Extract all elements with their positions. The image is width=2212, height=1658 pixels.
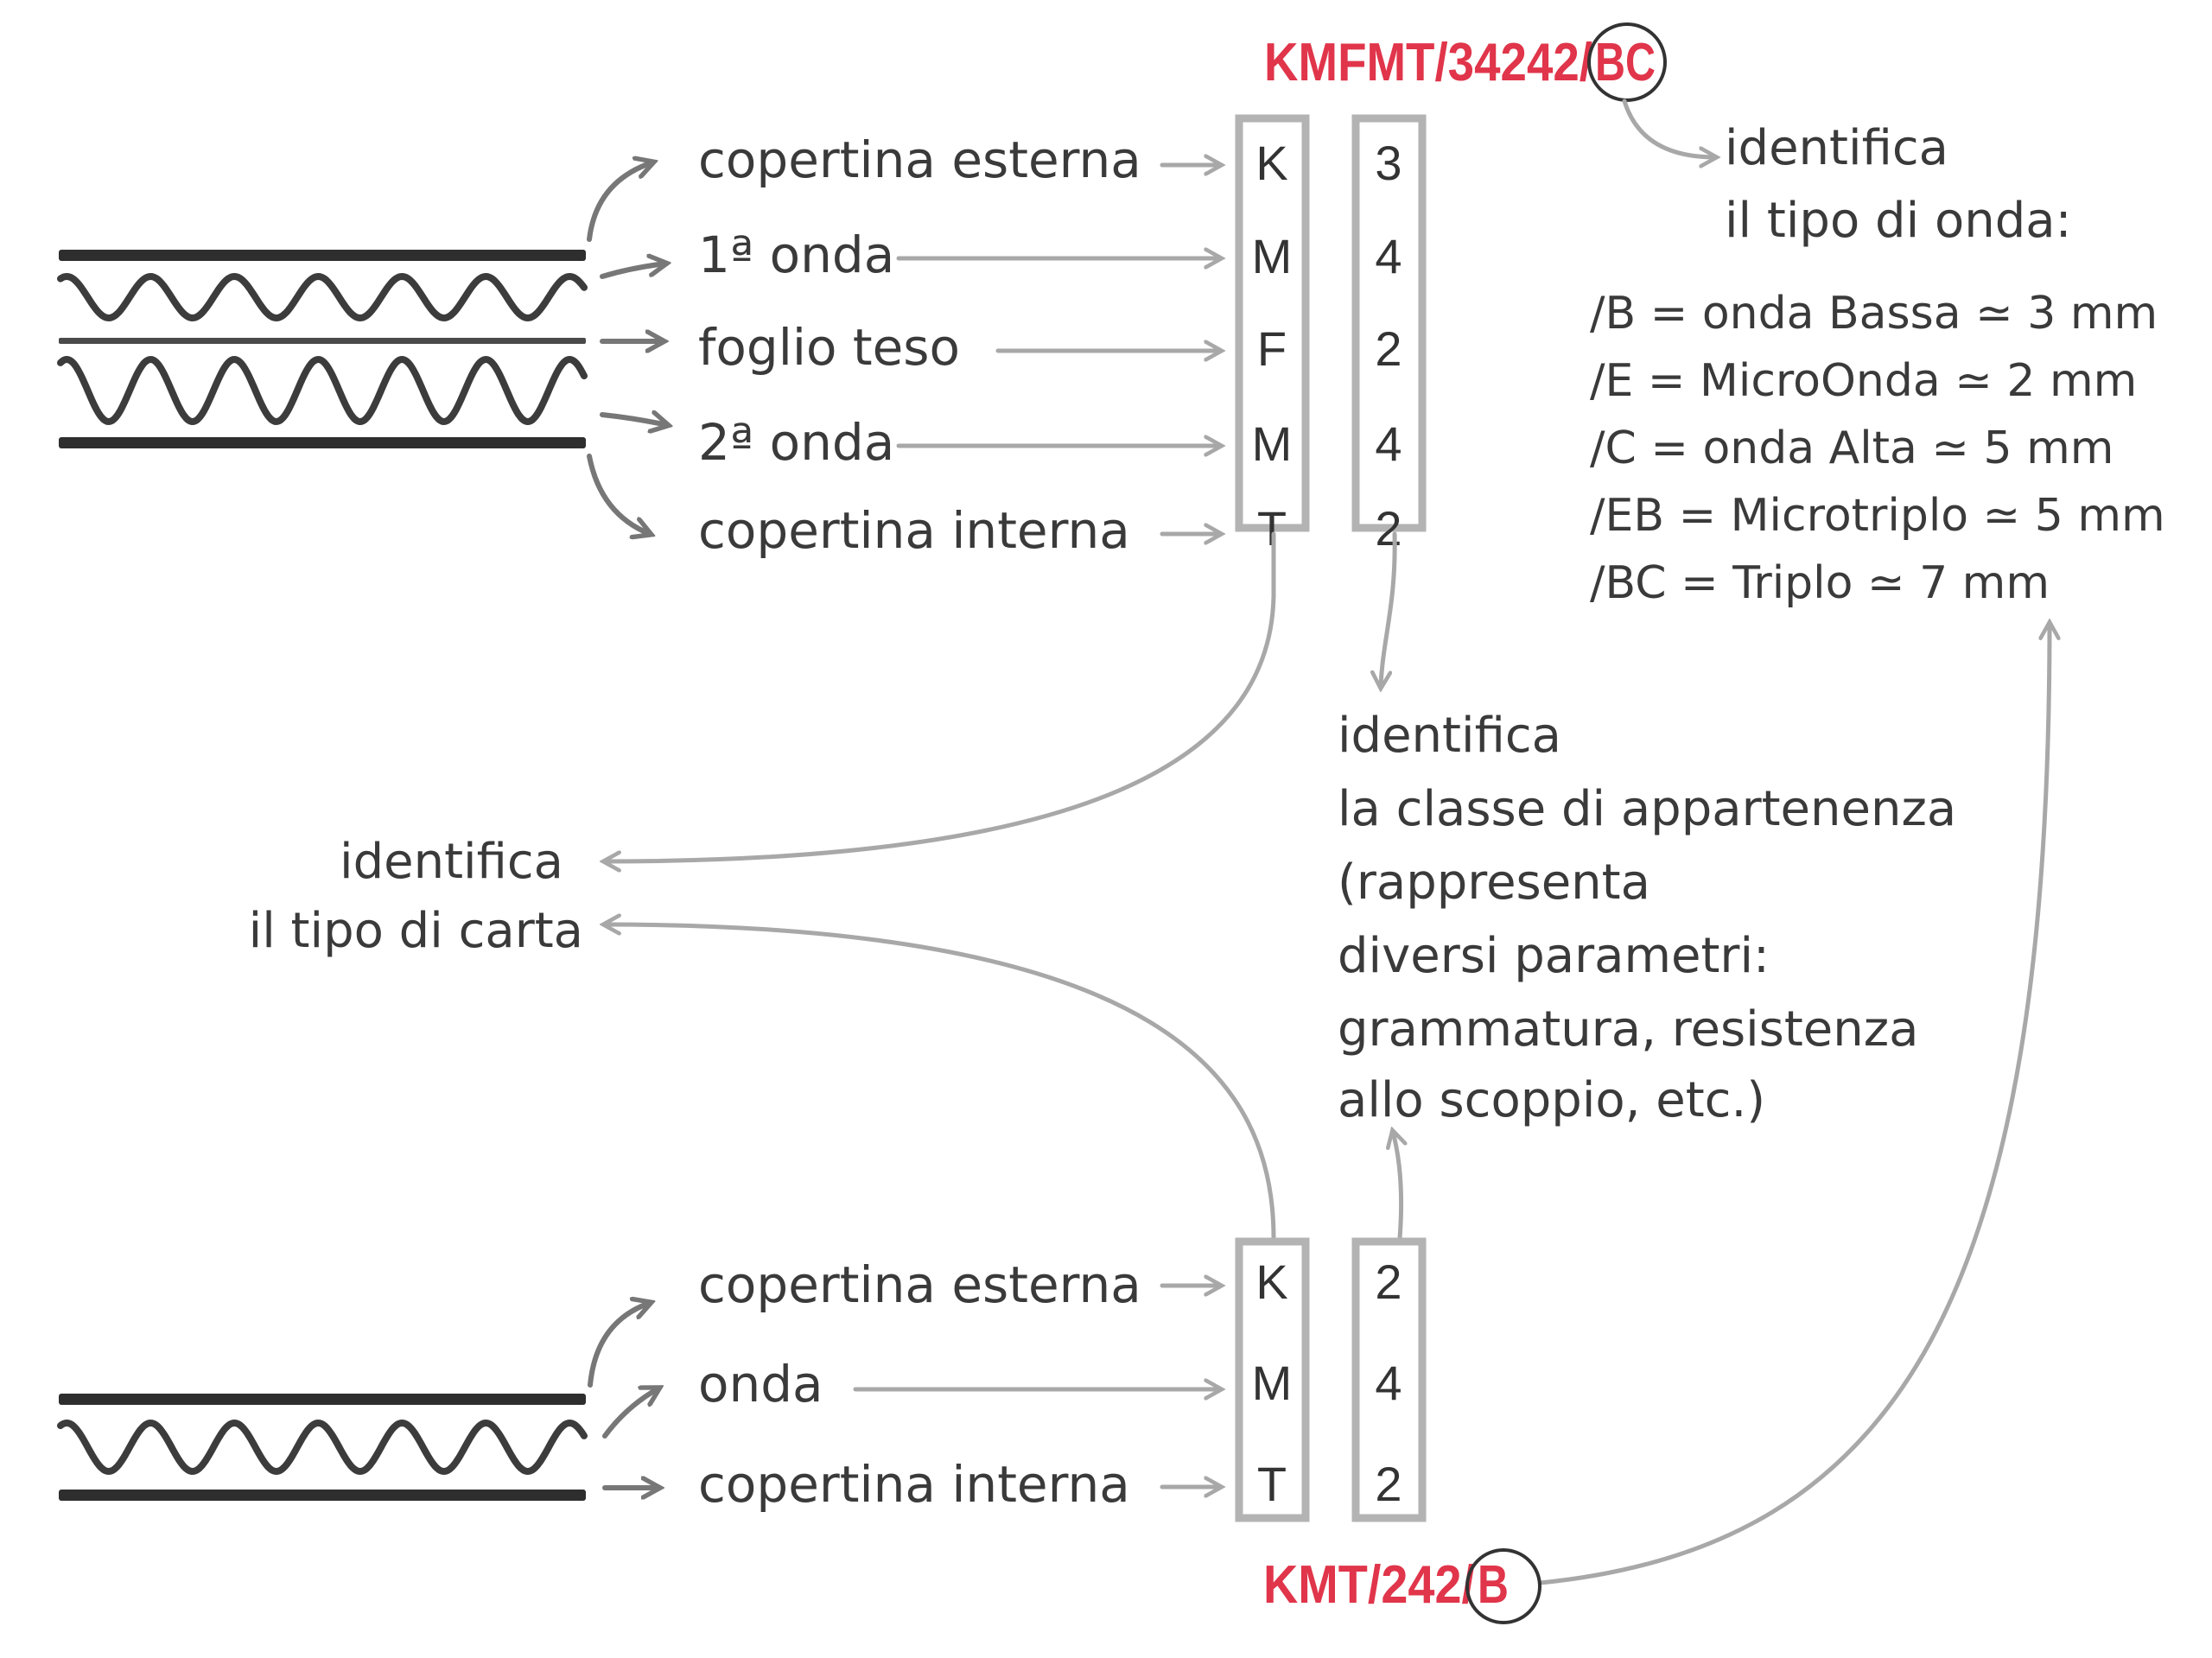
layer-label: copertina interna [698,1455,1130,1514]
inner-liner-bar [59,437,586,448]
pointer-arrow-icon [588,1303,650,1388]
flute-type-legend: identifica il tipo di onda: /B = onda Ba… [1590,120,2165,609]
pointer-arrow-icon [602,1388,658,1439]
single-wall-code-boxes: K M T 2 4 2 [1235,1237,1427,1522]
flute-type-item: /C = onda Alta ≃ 5 mm [1590,422,2113,474]
triple-wall-code: KMFMT/34242/ BC [1264,22,1667,102]
layer-label: 2ª onda [698,413,894,472]
first-flute-wave [57,272,588,322]
note-line: identifica [340,834,563,890]
flute-type-item: /B = onda Bassa ≃ 3 mm [1590,288,2158,340]
bottom-label-connectors [853,1286,1220,1487]
outer-liner-bar [59,250,586,261]
legend-title-line: il tipo di onda: [1725,193,2071,249]
flute-type-item: /E = MicroOnda ≃ 2 mm [1590,355,2137,407]
paper-letter: T [1257,1457,1287,1511]
code-string: KMFMT/34242/ [1264,33,1592,92]
layer-label: onda [698,1355,823,1413]
paper-letter: M [1252,229,1293,283]
connector-arrow-icon [605,531,1276,861]
flute-highlight-circle [1465,1548,1541,1624]
class-digit: 4 [1375,1356,1402,1410]
outer-liner-bar [59,1394,586,1405]
top-label-connectors [896,165,1220,534]
class-box [1351,1237,1427,1522]
code-flute-suffix: BC [1595,33,1656,92]
connector-arrow-icon [1393,1132,1402,1241]
note-line: il tipo di carta [249,903,583,959]
triple-wall-code-boxes: K M F M T 3 4 2 4 2 [1235,114,1427,556]
class-note: identifica la classe di appartenenza (ra… [1338,708,1956,1128]
note-line: identifica [1338,708,1561,764]
flute-highlight-circle [1587,22,1667,102]
flute-type-item: /BC = Triplo ≃ 7 mm [1590,557,2050,609]
triple-wall-layer-labels: copertina esterna 1ª onda foglio teso 2ª… [698,130,1141,560]
triple-wall-board-illustration [57,250,588,448]
class-digit: 4 [1375,229,1402,283]
class-digit: 2 [1375,1457,1402,1511]
paper-letter: K [1255,1255,1287,1309]
note-line: allo scoppio, etc.) [1338,1072,1765,1128]
code-string: KMT/242/ [1263,1555,1475,1615]
top-layer-pointers [587,162,667,534]
class-digit: 2 [1375,1255,1402,1309]
paper-letter: M [1252,416,1293,471]
bottom-layer-pointers [588,1303,658,1488]
connector-arrow-icon [1381,531,1397,687]
single-wall-layer-labels: copertina esterna onda copertina interna [698,1255,1141,1514]
class-digit: 2 [1375,321,1402,376]
class-digit: 4 [1375,416,1402,471]
layer-label: foglio teso [698,318,960,377]
paper-letter: F [1257,321,1287,376]
paper-type-note: identifica il tipo di carta [249,834,583,959]
note-line: la classe di appartenenza [1338,781,1956,837]
paper-type-box [1235,114,1310,532]
layer-label: copertina esterna [698,130,1141,189]
single-wall-code: KMT/242/ B [1263,1548,1541,1624]
single-wall-board-illustration [57,1394,588,1501]
code-flute-suffix: B [1478,1555,1509,1615]
class-digit: 3 [1375,136,1402,190]
flute-type-item: /EB = Microtriplo ≃ 5 mm [1590,490,2165,542]
connector-arrow-icon [605,924,1276,1241]
layer-label: copertina esterna [698,1255,1141,1314]
paper-type-box [1235,1237,1310,1522]
connector-arrow-icon [1538,624,2050,1585]
paper-letter: K [1255,136,1287,190]
note-line: diversi parametri: [1338,928,1770,984]
layer-label: 1ª onda [698,226,894,284]
note-line: (rappresenta [1338,854,1650,911]
second-flute-wave [57,355,588,426]
note-line: grammatura, resistenza [1338,1001,1918,1058]
pointer-arrow-icon [600,415,667,425]
class-box [1351,114,1427,532]
pointer-arrow-icon [587,162,652,242]
middle-liner-bar [59,338,586,344]
flute-wave [57,1419,588,1476]
legend-title-line: identifica [1725,120,1948,176]
pointer-arrow-icon [587,454,650,534]
class-digit: 2 [1375,501,1402,556]
layer-label: copertina interna [698,501,1130,560]
paper-letter: M [1252,1356,1293,1410]
pointer-arrow-icon [600,264,665,279]
inner-liner-bar [59,1490,586,1501]
connector-arrow-icon [1622,98,1715,157]
